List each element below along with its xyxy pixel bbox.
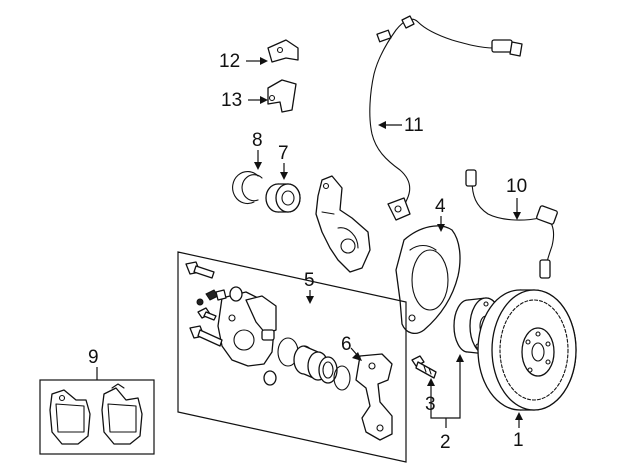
snap-ring-part[interactable] [232, 171, 263, 205]
caliper-bleeder-part[interactable] [196, 289, 227, 306]
arrow-3 [427, 378, 435, 386]
arrow-8 [254, 162, 262, 170]
callout-10: 10 [506, 176, 527, 197]
caliper-slide-pin-upper[interactable] [185, 261, 215, 279]
dust-shield-part[interactable] [395, 225, 461, 335]
caliper-kit-box[interactable] [177, 251, 407, 463]
callout-13: 13 [221, 90, 242, 111]
callout-9: 9 [88, 347, 99, 368]
callout-2: 2 [440, 432, 451, 453]
abs-sensor-wire-part[interactable] [369, 15, 523, 221]
arrow-1 [515, 412, 523, 420]
arrow-5 [306, 296, 314, 304]
callout-1: 1 [513, 430, 524, 451]
callout-6: 6 [341, 334, 352, 355]
arrow-7 [280, 172, 288, 180]
wheel-stud-part[interactable] [411, 355, 437, 379]
callout-8: 8 [252, 130, 263, 151]
arrow-6 [352, 352, 362, 361]
arrow-2 [456, 354, 464, 362]
caliper-bracket-part[interactable] [355, 353, 393, 441]
arrow-10 [513, 212, 521, 220]
brake-hose-part[interactable] [465, 169, 558, 279]
caliper-housing-part[interactable] [217, 291, 277, 367]
brake-rotor-part[interactable] [477, 289, 577, 411]
callout-7: 7 [278, 143, 289, 164]
caliper-bolt-small[interactable] [197, 307, 217, 321]
wheel-bearing-part[interactable] [265, 183, 301, 213]
arrow-13 [260, 96, 268, 104]
caliper-boot-part[interactable] [229, 286, 277, 386]
steering-knuckle-part[interactable] [315, 175, 371, 273]
callout-5: 5 [304, 270, 315, 291]
caliper-piston-boot-part[interactable] [318, 356, 351, 391]
bracket-lower-part[interactable] [267, 79, 297, 113]
callout-3: 3 [425, 394, 436, 415]
brake-pad-right-part[interactable] [101, 383, 143, 445]
caliper-slide-pin-lower[interactable] [189, 325, 223, 347]
arrow-11 [378, 121, 386, 129]
brake-pad-left-part[interactable] [49, 389, 91, 445]
bracket-upper-part[interactable] [267, 39, 299, 63]
callout-11: 11 [404, 115, 424, 136]
callout-12: 12 [219, 51, 240, 72]
callout-4: 4 [435, 196, 446, 217]
arrow-4 [437, 224, 445, 232]
arrow-12 [260, 57, 268, 65]
